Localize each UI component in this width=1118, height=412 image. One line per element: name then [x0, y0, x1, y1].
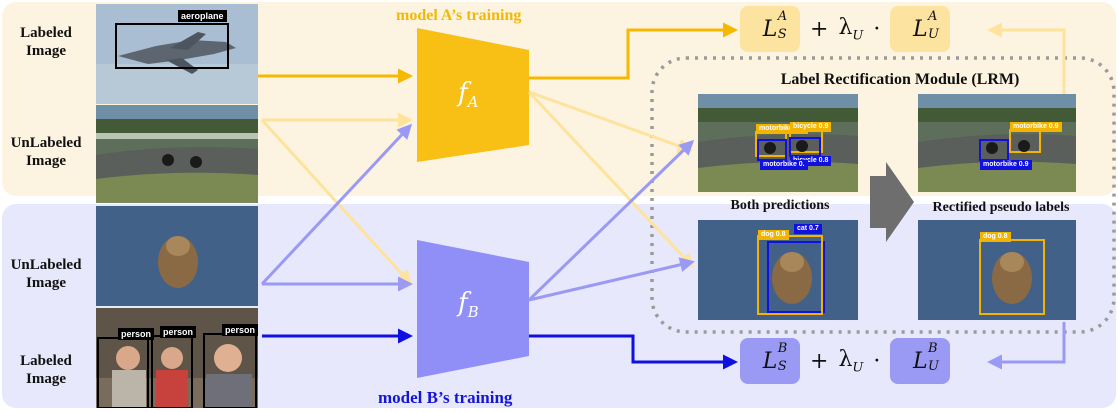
image-persons: person person person	[96, 308, 258, 408]
caption-both-predictions: Both predictions	[730, 198, 830, 213]
arrow-fb-to-loss	[529, 334, 738, 370]
arrow-fa-to-pred-top	[528, 90, 693, 153]
model-a-symbol: fA	[458, 78, 479, 112]
row-label-unlabeled-bottom: UnLabeled Image	[10, 257, 82, 291]
lrm-label-bicycle-b: bicycle 0.8	[790, 156, 832, 166]
lrm-label-cat-b: cat 0.7	[794, 224, 822, 234]
row-label-unlabeled-top: UnLabeled Image	[10, 135, 82, 169]
lrm-image-both-track: motorbike 0.9 bicycle 0.9 bicycle 0.8 mo…	[698, 94, 858, 192]
image-motorbikes	[96, 105, 258, 203]
image-aeroplane: aeroplane	[96, 4, 258, 104]
lrm-label-motorbike-a: motorbike 0.9	[756, 124, 808, 134]
lrm-image-rectified-track: motorbike 0.9 motorbike 0.9	[918, 94, 1076, 192]
label-person-2: person	[160, 326, 197, 338]
image-dog	[96, 206, 258, 306]
label-person-1: person	[118, 328, 155, 340]
label-person-3: person	[222, 324, 258, 336]
model-b-shape	[417, 240, 529, 378]
lrm-box	[650, 56, 1116, 334]
lrm-title: Label Rectification Module (LRM)	[780, 71, 1020, 88]
arrow-unlab2-to-fa	[260, 123, 413, 286]
arrow-lrm-to-loss-b	[987, 322, 1066, 370]
lrm-label-dog-a: dog 0.8	[758, 230, 789, 240]
model-b-symbol: fB	[458, 288, 479, 322]
label-aeroplane: aeroplane	[178, 10, 227, 22]
arrow-fb-to-pred-top	[527, 139, 695, 302]
lrm-label-rectified-motorbike-2: motorbike 0.9	[980, 160, 1032, 170]
lrm-label-bicycle-a: bicycle 0.9	[790, 122, 832, 132]
model-b-training-label: model B’s training	[378, 388, 513, 407]
row-label-labeled-bottom: Labeled Image	[20, 353, 72, 387]
lrm-label-motorbike-b: motorbike 0.	[760, 160, 808, 170]
arrow-fa-to-pred-bot	[527, 90, 695, 269]
lrm-label-rectified-dog: dog 0.8	[980, 232, 1011, 242]
rectify-arrow	[870, 162, 914, 242]
arrow-fa-to-loss	[529, 22, 738, 80]
caption-rectified-labels: Rectified pseudo labels	[932, 200, 1070, 215]
lrm-image-both-dog: dog 0.8 cat 0.7	[698, 220, 858, 320]
arrow-fb-to-pred-bot	[528, 257, 695, 302]
lrm-label-rectified-motorbike-1: motorbike 0.9	[1010, 122, 1062, 132]
lrm-image-rectified-dog: dog 0.8	[918, 220, 1076, 320]
row-label-labeled-top: Labeled Image	[20, 25, 72, 59]
model-a-shape	[417, 28, 529, 162]
model-a-training-label: model A’s training	[396, 7, 522, 24]
arrow-lrm-to-loss-a	[987, 22, 1066, 94]
arrow-unlab-to-fb	[260, 118, 413, 286]
